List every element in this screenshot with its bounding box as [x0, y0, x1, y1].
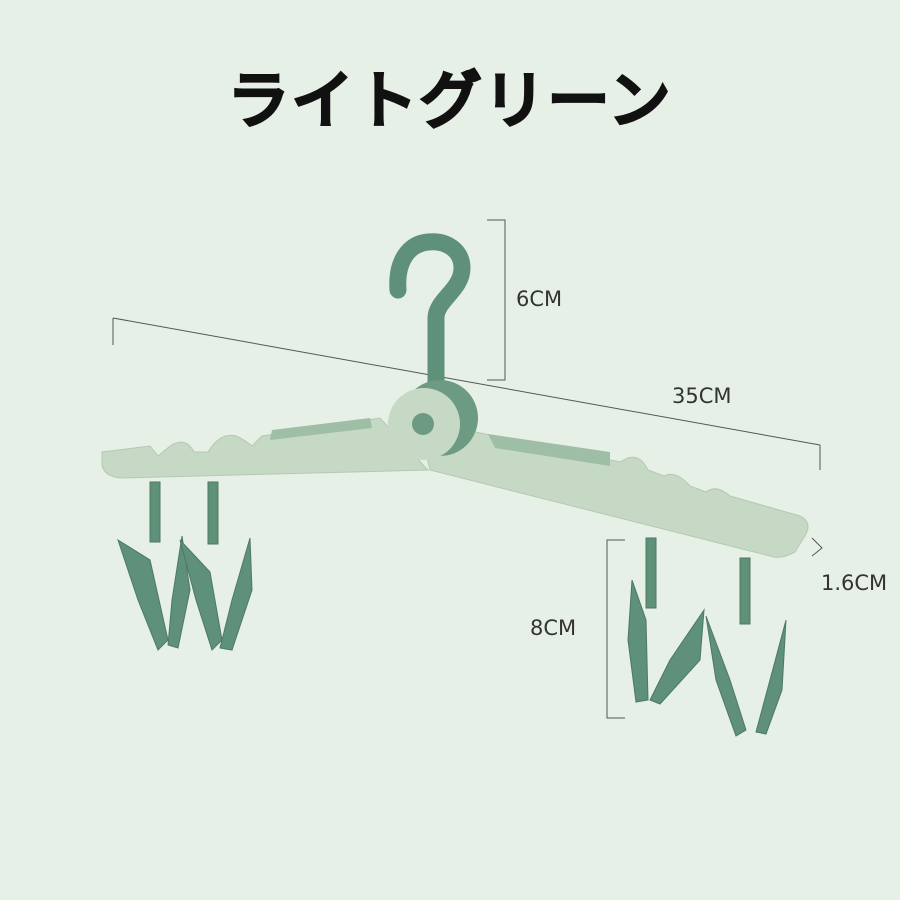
left-arm-slot — [270, 418, 372, 440]
left-arm — [101, 417, 430, 479]
thickness-label: 1.6CM — [821, 571, 888, 595]
hook-icon — [389, 233, 471, 393]
hook-height-label: 6CM — [516, 287, 563, 311]
product-color-title: ライトグリーン — [227, 63, 673, 138]
clips — [117, 481, 787, 737]
width-label: 35CM — [672, 384, 732, 408]
clip-left-2 — [179, 481, 253, 651]
pivot-rivet-icon — [412, 413, 434, 435]
hook-height-bracket — [487, 219, 506, 381]
thickness-bracket — [811, 537, 823, 557]
clip-length-bracket — [606, 539, 625, 719]
dimension-lines — [112, 219, 823, 719]
clip-left-1 — [117, 481, 191, 651]
right-arm — [417, 419, 809, 558]
clip-length-label: 8CM — [530, 616, 577, 640]
right-arm-slot — [488, 434, 610, 466]
clip-right-1 — [627, 537, 705, 705]
width-line — [112, 317, 821, 446]
clip-right-2 — [705, 557, 787, 737]
